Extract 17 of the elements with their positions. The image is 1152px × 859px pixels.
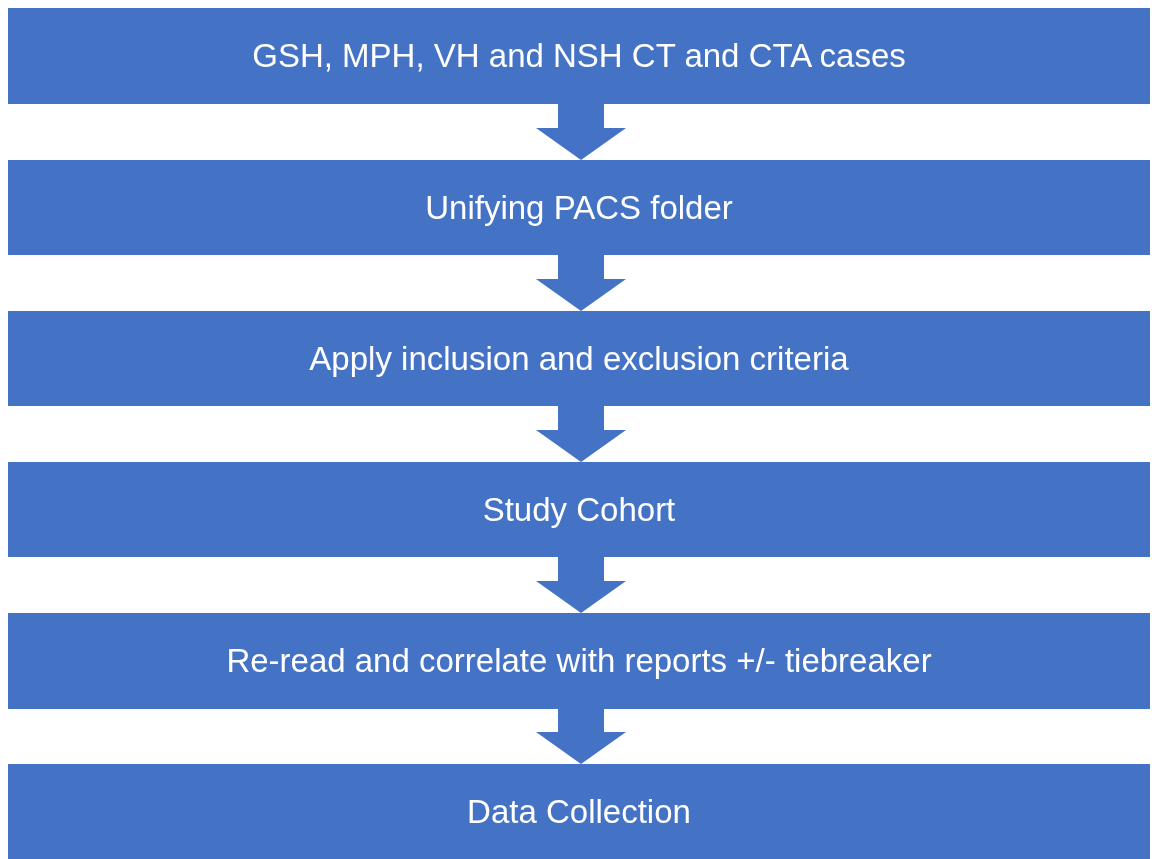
box-label: Data Collection <box>467 792 691 831</box>
process-box <box>8 8 1150 104</box>
box-label: Apply inclusion and exclusion criteria <box>309 339 849 378</box>
block-arrow <box>536 255 626 311</box>
block-arrow <box>536 406 626 462</box>
box-label: Unifying PACS folder <box>425 188 733 227</box>
process-box <box>8 764 1150 859</box>
box-label: Study Cohort <box>482 490 676 529</box>
process-box <box>8 160 1150 255</box>
block-arrow <box>536 557 626 613</box>
process-box <box>8 462 1150 557</box>
process-box <box>8 311 1150 406</box>
block-arrow <box>536 709 626 764</box>
box-label: Re-read and correlate with reports +/- tiebreaker <box>226 642 932 680</box>
block-arrow <box>536 104 626 160</box>
process-box <box>8 613 1150 709</box>
box-label: GSH, MPH, VH and NSH CT and CTA cases <box>252 37 906 75</box>
